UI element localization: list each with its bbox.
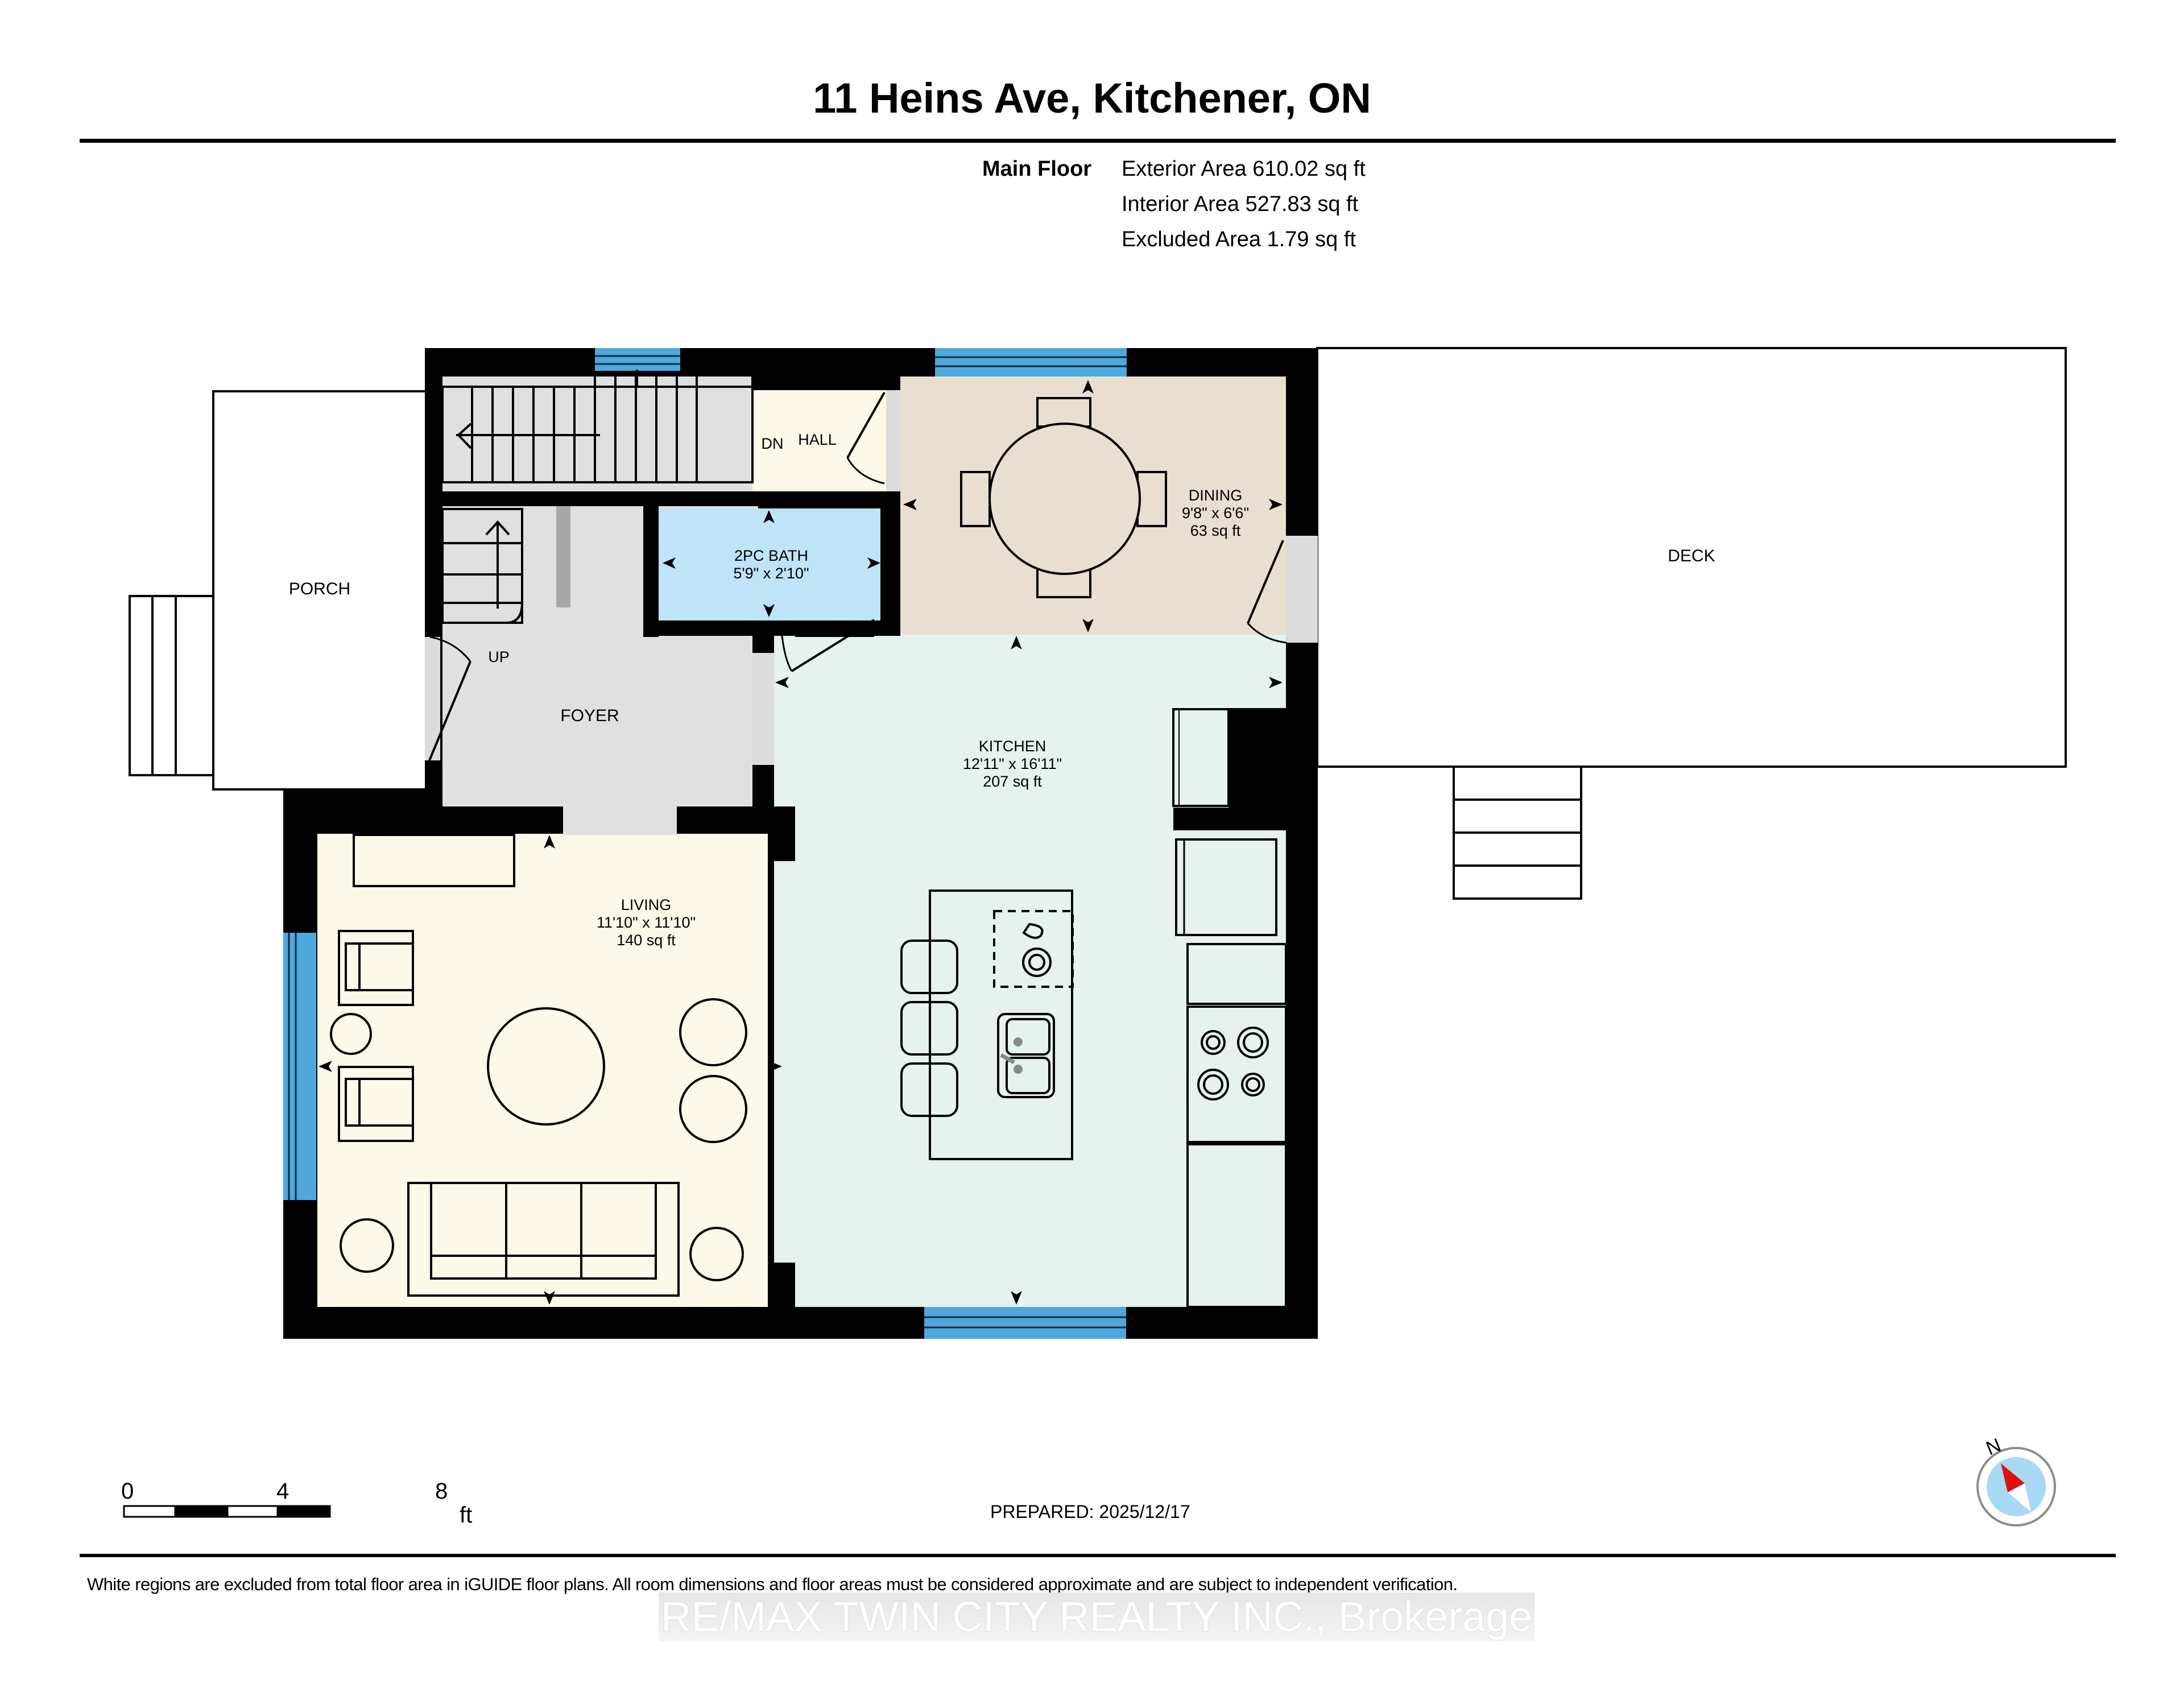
scale-unit: ft: [460, 1503, 473, 1528]
stairs-up-label: UP: [488, 648, 510, 665]
stairs-up: [441, 506, 570, 624]
interior-area: Interior Area 527.83 sq ft: [1122, 192, 1359, 216]
kitchen-name: KITCHEN: [978, 738, 1046, 755]
kitchen-area: 207 sq ft: [983, 773, 1042, 790]
window: [283, 933, 316, 1200]
deck: [1316, 347, 2067, 900]
scale-tick-4: 4: [276, 1479, 289, 1504]
footer-rule: [80, 1554, 2116, 1557]
porch-label: PORCH: [288, 580, 351, 598]
window: [935, 348, 1127, 377]
living-furniture: [330, 834, 747, 1297]
floor-name: Main Floor: [982, 157, 1092, 181]
dining-table: [960, 397, 1167, 598]
living-foyer-opening: [563, 813, 677, 835]
porch: [129, 390, 428, 791]
prepared-date: PREPARED: 2025/12/17: [990, 1501, 1190, 1522]
brokerage-watermark: RE/MAX TWIN CITY REALTY INC., Brokerage: [659, 1592, 1535, 1641]
deck-label: DECK: [1668, 547, 1715, 565]
window: [924, 1307, 1126, 1339]
bath-label: 2PC BATH 5'9" x 2'10": [733, 547, 809, 582]
compass-icon: [1976, 1447, 2056, 1526]
living-area: 140 sq ft: [617, 932, 676, 949]
door-swing: [428, 392, 1287, 761]
deck-door-opening: [1286, 536, 1318, 643]
kitchen-label: KITCHEN 12'11" x 16'11" 207 sq ft: [963, 738, 1062, 791]
bath-dims: 5'9" x 2'10": [733, 565, 809, 582]
dimension-arrows: [318, 380, 1283, 1305]
dining-dims: 9'8" x 6'6": [1181, 504, 1250, 522]
page-title: 11 Heins Ave, Kitchener, ON: [813, 75, 1371, 122]
hall-door-opening: [886, 390, 900, 491]
window: [595, 348, 680, 371]
living-label: LIVING 11'10" x 11'10" 140 sq ft: [597, 896, 696, 949]
scale-bar: [123, 1505, 331, 1518]
excluded-area: Excluded Area 1.79 sq ft: [1122, 227, 1356, 251]
foyer-kitchen-opening: [752, 653, 774, 765]
dining-area: 63 sq ft: [1190, 522, 1241, 539]
disclaimer: White regions are excluded from total fl…: [87, 1574, 1458, 1594]
exterior-area: Exterior Area 610.02 sq ft: [1122, 157, 1366, 181]
foyer-label: FOYER: [560, 706, 619, 725]
scale-tick-0: 0: [121, 1479, 134, 1504]
living-dims: 11'10" x 11'10": [596, 914, 696, 931]
header-rule: [80, 139, 2116, 143]
stairs-down: [441, 370, 754, 483]
bath-floor: [659, 508, 886, 620]
dining-label: DINING 9'8" x 6'6" 63 sq ft: [1182, 487, 1249, 540]
stairs-down-label: DN: [761, 435, 784, 452]
hall-label: HALL: [798, 431, 837, 448]
kitchen-fixtures: [900, 708, 1287, 1308]
scale-tick-8: 8: [435, 1479, 448, 1504]
dining-name: DINING: [1188, 487, 1243, 504]
kitchen-dims: 12'11" x 16'11": [962, 755, 1062, 772]
bath-name: 2PC BATH: [734, 547, 809, 564]
living-name: LIVING: [621, 896, 672, 913]
